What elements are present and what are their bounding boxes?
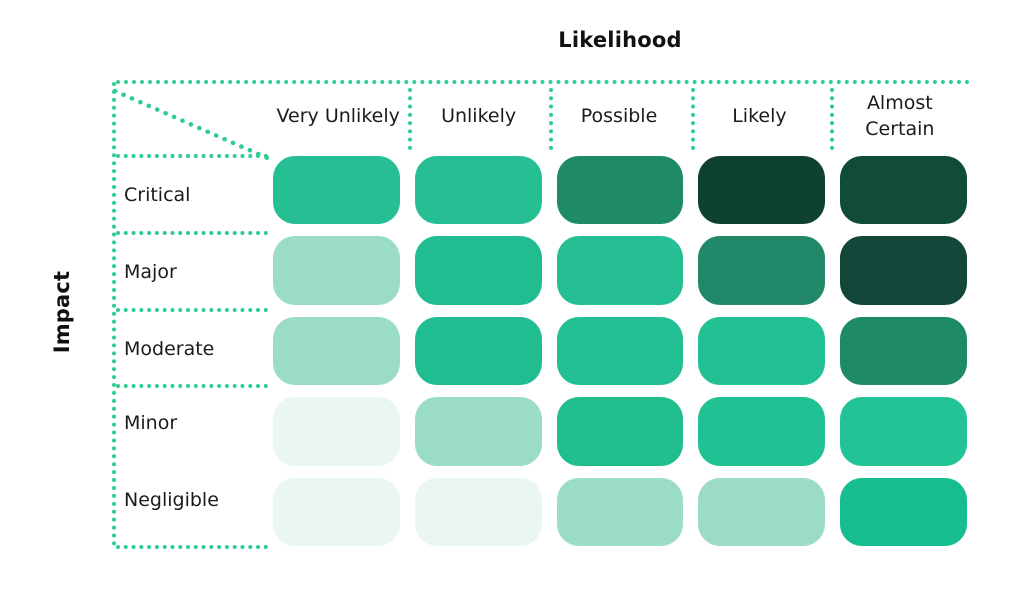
column-header-1: Unlikely — [441, 105, 517, 128]
heatmap-cell-r3-c0[interactable] — [273, 397, 400, 466]
heatmap-cell-r0-c2[interactable] — [556, 156, 684, 225]
column-header-2: Possible — [580, 105, 658, 128]
row-label-1: Major — [124, 260, 177, 283]
grid-line-top — [116, 80, 970, 84]
row-label-3: Minor — [124, 411, 178, 434]
heatmap-cell-r4-c3[interactable] — [698, 477, 826, 546]
heatmap-cell-r4-c4[interactable] — [840, 477, 967, 546]
heatmap-cell-r2-c1[interactable] — [414, 316, 542, 386]
column-header-3: Likely — [732, 105, 787, 128]
row-separator-4 — [116, 384, 268, 388]
row-separator-2 — [116, 231, 268, 235]
heatmap-cell-grid — [273, 156, 967, 546]
heatmap-cell-r1-c0[interactable] — [273, 236, 400, 305]
column-header-row: Very Unlikely Unlikely Possible Likely Almos… — [268, 86, 970, 148]
column-separator-4 — [830, 88, 834, 150]
likelihood-axis-title: Likelihood — [558, 28, 682, 52]
column-header-4: Almost Certain — [865, 92, 935, 140]
heatmap-cell-r4-c0[interactable] — [273, 477, 400, 546]
row-label-2: Moderate — [124, 337, 215, 360]
row-label-4: Negligible — [124, 488, 219, 511]
heatmap-cell-r4-c1[interactable] — [414, 477, 542, 546]
heatmap-cell-r0-c4[interactable] — [840, 156, 967, 225]
heatmap-cell-r2-c2[interactable] — [556, 316, 684, 386]
column-separator-1 — [408, 88, 412, 150]
heatmap-cell-r0-c0[interactable] — [273, 156, 400, 225]
heatmap-cell-r1-c1[interactable] — [414, 236, 542, 305]
corner-diagonal-divider — [112, 88, 275, 163]
impact-axis-title: Impact — [50, 270, 74, 354]
column-header-0: Very Unlikely — [276, 105, 400, 128]
column-separator-3 — [691, 88, 695, 150]
heatmap-cell-r3-c3[interactable] — [698, 397, 826, 466]
heatmap-cell-r3-c2[interactable] — [556, 397, 684, 466]
row-separator-1 — [116, 154, 268, 158]
heatmap-cell-r1-c2[interactable] — [556, 236, 684, 305]
heatmap-cell-r1-c4[interactable] — [840, 236, 967, 305]
heatmap-cell-r0-c1[interactable] — [414, 156, 542, 225]
row-separator-3 — [116, 308, 268, 312]
heatmap-cell-r2-c0[interactable] — [273, 316, 400, 386]
column-separator-2 — [549, 88, 553, 150]
heatmap-cell-r2-c4[interactable] — [840, 316, 967, 386]
heatmap-cell-r3-c4[interactable] — [840, 397, 967, 466]
grid-line-bottom — [116, 545, 268, 549]
risk-matrix: Very Unlikely Unlikely Possible Likely Almos… — [112, 80, 970, 549]
grid-line-left — [112, 82, 116, 546]
heatmap-cell-r1-c3[interactable] — [698, 236, 826, 305]
heatmap-cell-r0-c3[interactable] — [698, 156, 826, 225]
heatmap-cell-r3-c1[interactable] — [414, 397, 542, 466]
heatmap-cell-r2-c3[interactable] — [698, 316, 826, 386]
heatmap-cell-r4-c2[interactable] — [556, 477, 684, 546]
row-label-0: Critical — [124, 183, 191, 206]
